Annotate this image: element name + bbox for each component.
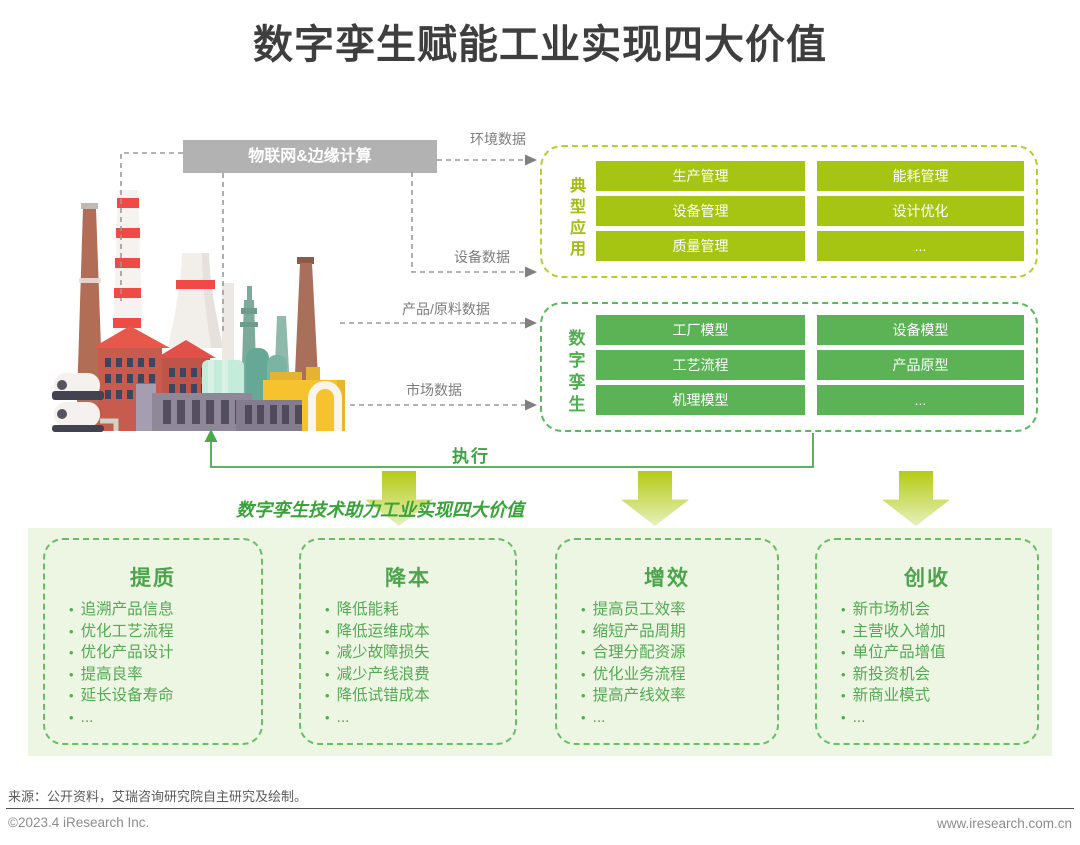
value-title: 增效	[644, 567, 690, 590]
value-item: 降低试错成本	[325, 685, 515, 707]
app-chip: 设计优化	[817, 196, 1024, 226]
value-item: 提高产线效率	[581, 685, 777, 707]
env-data-label: 环境数据	[470, 131, 526, 147]
slogan-text: 数字孪生技术助力工业实现四大价值	[236, 500, 524, 520]
value-item: 减少故障损失	[325, 642, 515, 664]
digital-twin-title: 数字孪生	[565, 328, 585, 417]
page-title: 数字孪生赋能工业实现四大价值	[253, 23, 827, 67]
value-item: 合理分配资源	[581, 642, 777, 664]
value-item: 追溯产品信息	[69, 599, 261, 621]
iot-edge-computing-label: 物联网&边缘计算	[248, 148, 372, 165]
value-item: ...	[581, 707, 777, 729]
value-item: 主营收入增加	[841, 621, 1037, 643]
digital-twin-box: 数字孪生 工厂模型 设备模型 工艺流程 产品原型 机理模型 ...	[540, 302, 1038, 432]
app-chip: 生产管理	[596, 161, 805, 191]
typical-apps-grid: 生产管理 能耗管理 设备管理 设计优化 质量管理 ...	[596, 161, 1024, 276]
value-item: 提高良率	[69, 664, 261, 686]
app-chip: 能耗管理	[817, 161, 1024, 191]
value-item: 新商业模式	[841, 685, 1037, 707]
value-item: 降低能耗	[325, 599, 515, 621]
iot-edge-computing-box: 物联网&边缘计算	[183, 140, 437, 173]
source-note: 来源：公开资料，艾瑞咨询研究院自主研究及绘制。	[8, 789, 308, 804]
copyright-text: ©2023.4 iResearch Inc.	[8, 815, 150, 830]
device-data-label: 设备数据	[454, 249, 510, 265]
value-item: ...	[841, 707, 1037, 729]
product-material-data-label: 产品/原料数据	[402, 301, 490, 317]
value-box-efficiency: 增效 提高员工效率 缩短产品周期 合理分配资源 优化业务流程 提高产线效率 ..…	[555, 538, 779, 745]
value-list: 提高员工效率 缩短产品周期 合理分配资源 优化业务流程 提高产线效率 ...	[557, 599, 777, 728]
value-item: ...	[69, 707, 261, 729]
value-item: 优化业务流程	[581, 664, 777, 686]
value-item: 减少产线浪费	[325, 664, 515, 686]
value-title: 降本	[385, 567, 431, 590]
factory-illustration	[52, 190, 345, 432]
value-item: 单位产品增值	[841, 642, 1037, 664]
value-item: 优化产品设计	[69, 642, 261, 664]
arrowhead-icon	[525, 154, 537, 411]
value-box-cost: 降本 降低能耗 降低运维成本 减少故障损失 减少产线浪费 降低试错成本 ...	[299, 538, 517, 745]
value-item: 新投资机会	[841, 664, 1037, 686]
value-item: 优化工艺流程	[69, 621, 261, 643]
down-arrow-icon	[882, 471, 950, 526]
app-chip: 设备管理	[596, 196, 805, 226]
value-item: 降低运维成本	[325, 621, 515, 643]
app-chip: 质量管理	[596, 231, 805, 261]
value-list: 追溯产品信息 优化工艺流程 优化产品设计 提高良率 延长设备寿命 ...	[45, 599, 261, 728]
typical-apps-box: 典型应用 生产管理 能耗管理 设备管理 设计优化 质量管理 ...	[540, 145, 1038, 278]
value-item: 新市场机会	[841, 599, 1037, 621]
twin-chip: ...	[817, 385, 1024, 415]
value-list: 降低能耗 降低运维成本 减少故障损失 减少产线浪费 降低试错成本 ...	[301, 599, 515, 728]
typical-apps-title: 典型应用	[567, 176, 584, 261]
twin-chip: 机理模型	[596, 385, 805, 415]
twin-chip: 工艺流程	[596, 350, 805, 380]
value-list: 新市场机会 主营收入增加 单位产品增值 新投资机会 新商业模式 ...	[817, 599, 1037, 728]
value-item: ...	[325, 707, 515, 729]
value-box-revenue: 创收 新市场机会 主营收入增加 单位产品增值 新投资机会 新商业模式 ...	[815, 538, 1039, 745]
value-item: 延长设备寿命	[69, 685, 261, 707]
market-data-label: 市场数据	[406, 382, 462, 398]
twin-chip: 产品原型	[817, 350, 1024, 380]
app-chip: ...	[817, 231, 1024, 261]
digital-twin-grid: 工厂模型 设备模型 工艺流程 产品原型 机理模型 ...	[596, 315, 1024, 430]
value-item: 缩短产品周期	[581, 621, 777, 643]
footer-divider	[6, 808, 1074, 809]
twin-chip: 工厂模型	[596, 315, 805, 345]
value-title: 创收	[904, 567, 950, 590]
value-item: 提高员工效率	[581, 599, 777, 621]
down-arrow-icon	[621, 471, 689, 526]
value-box-quality: 提质 追溯产品信息 优化工艺流程 优化产品设计 提高良率 延长设备寿命 ...	[43, 538, 263, 745]
execute-label: 执行	[452, 447, 490, 466]
twin-chip: 设备模型	[817, 315, 1024, 345]
website-url: www.iresearch.com.cn	[936, 816, 1072, 831]
value-title: 提质	[130, 567, 176, 590]
